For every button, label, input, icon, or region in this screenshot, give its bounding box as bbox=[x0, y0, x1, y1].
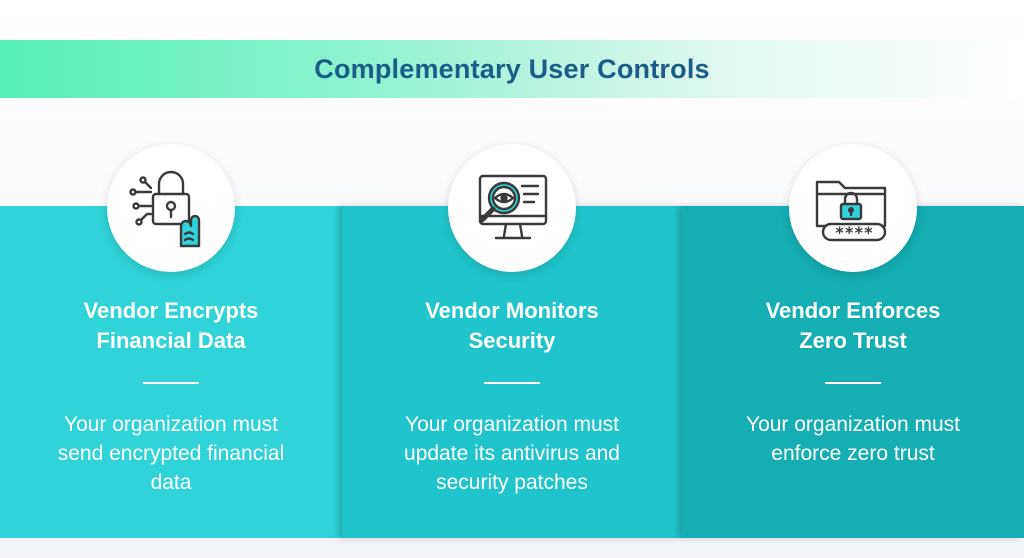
card-description-line: data bbox=[150, 471, 192, 494]
divider bbox=[143, 382, 199, 384]
card-enforces-zero-trust: **** Vendor Enforces Zero Trust Your org… bbox=[682, 144, 1024, 538]
card-description-line: send encrypted financial bbox=[57, 442, 285, 465]
card-title: Vendor Encrypts Financial Data bbox=[41, 296, 301, 356]
divider bbox=[484, 382, 540, 384]
card-description-line: Your organization must bbox=[63, 413, 279, 436]
card-description: Your organization must send encrypted fi… bbox=[31, 410, 311, 497]
card-monitors-security: Vendor Monitors Security Your organizati… bbox=[342, 144, 682, 538]
fingerprint-lock-icon bbox=[129, 170, 201, 248]
divider bbox=[825, 382, 881, 384]
card-title-line: Zero Trust bbox=[799, 328, 907, 353]
folder-lock-password-icon: **** bbox=[815, 180, 887, 242]
card-row: Vendor Encrypts Financial Data Your orga… bbox=[0, 144, 1024, 538]
title-banner: Complementary User Controls bbox=[0, 40, 1024, 98]
page-title: Complementary User Controls bbox=[314, 53, 710, 84]
card-description: Your organization must enforce zero trus… bbox=[713, 410, 993, 468]
card-description-line: update its antivirus and bbox=[404, 442, 620, 465]
card-encrypts-data: Vendor Encrypts Financial Data Your orga… bbox=[0, 144, 342, 538]
card-title: Vendor Monitors Security bbox=[382, 296, 642, 356]
card-title-line: Security bbox=[468, 328, 556, 353]
card-description-line: Your organization must bbox=[404, 413, 620, 436]
icon-badge bbox=[448, 144, 576, 272]
card-title-line: Vendor Monitors bbox=[425, 298, 599, 323]
card-description-line: security patches bbox=[436, 471, 588, 494]
icon-badge: **** bbox=[789, 144, 917, 272]
monitor-eye-magnifier-icon bbox=[478, 174, 548, 240]
card-title: Vendor Enforces Zero Trust bbox=[723, 296, 983, 356]
icon-badge bbox=[107, 144, 235, 272]
card-description-line: Your organization must bbox=[745, 413, 961, 436]
card-title-line: Vendor Enforces bbox=[765, 298, 941, 323]
card-title-line: Financial Data bbox=[96, 328, 246, 353]
password-mask: **** bbox=[835, 223, 874, 242]
card-description-line: enforce zero trust bbox=[771, 442, 935, 465]
card-title-line: Vendor Encrypts bbox=[83, 298, 259, 323]
card-description: Your organization must update its antivi… bbox=[372, 410, 652, 497]
